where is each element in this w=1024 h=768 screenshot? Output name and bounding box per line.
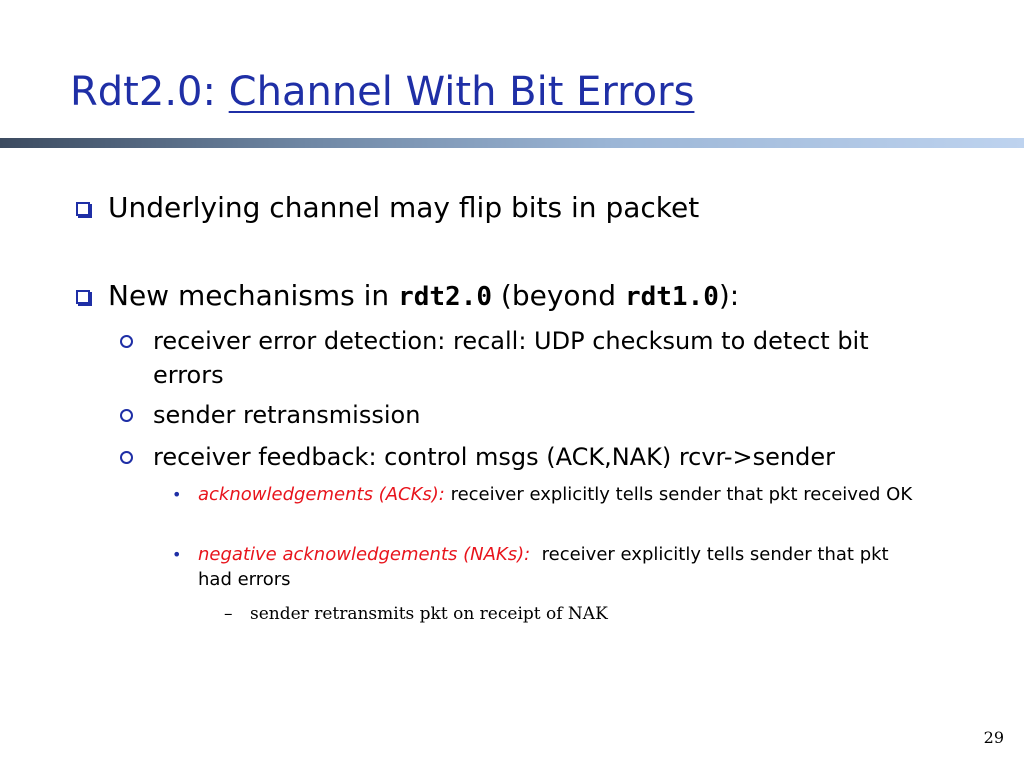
circle-bullet-icon <box>120 451 133 464</box>
bullet-text-part: New mechanisms in <box>108 279 399 312</box>
title-link[interactable]: Channel With Bit Errors <box>228 69 695 115</box>
highlight-term: acknowledgements (ACKs): <box>198 484 445 505</box>
bullet-text: negative acknowledgements (NAKs): receiv… <box>198 542 928 592</box>
code-rdt2: rdt2.0 <box>398 282 492 312</box>
square-bullet-icon <box>76 290 92 306</box>
code-rdt1: rdt1.0 <box>624 282 719 312</box>
bullet-text: sender retransmission <box>153 401 421 429</box>
square-bullet-icon <box>76 202 92 218</box>
title-prefix: Rdt2.0: <box>70 69 229 115</box>
dash-bullet-icon: – <box>224 604 233 624</box>
circle-bullet-icon <box>120 335 133 348</box>
dot-bullet-icon: • <box>172 545 182 564</box>
title-divider-bar <box>0 138 1024 148</box>
page-number: 29 <box>983 728 1004 747</box>
bullet-text-part: receiver explicitly tells sender that pk… <box>198 544 895 590</box>
bullet-text-part: receiver explicitly tells sender that pk… <box>444 484 913 505</box>
slide-title: Rdt2.0: Channel With Bit Errors <box>70 66 694 118</box>
bullet-text: sender retransmits pkt on receipt of NAK <box>250 604 608 624</box>
dot-bullet-icon: • <box>172 485 182 504</box>
bullet-text-part: (beyond <box>492 279 625 312</box>
bullet-text: Underlying channel may flip bits in pack… <box>108 191 700 224</box>
bullet-text: receiver feedback: control msgs (ACK,NAK… <box>153 443 836 471</box>
highlight-term: negative acknowledgements (NAKs): <box>198 544 531 565</box>
bullet-text: receiver error detection: recall: UDP ch… <box>153 327 869 389</box>
circle-bullet-icon <box>120 409 133 422</box>
bullet-text-part: ): <box>718 279 740 312</box>
bullet-text: New mechanisms in rdt2.0 (beyond rdt1.0)… <box>108 278 739 315</box>
bullet-text: acknowledgements (ACKs): receiver explic… <box>198 482 928 507</box>
